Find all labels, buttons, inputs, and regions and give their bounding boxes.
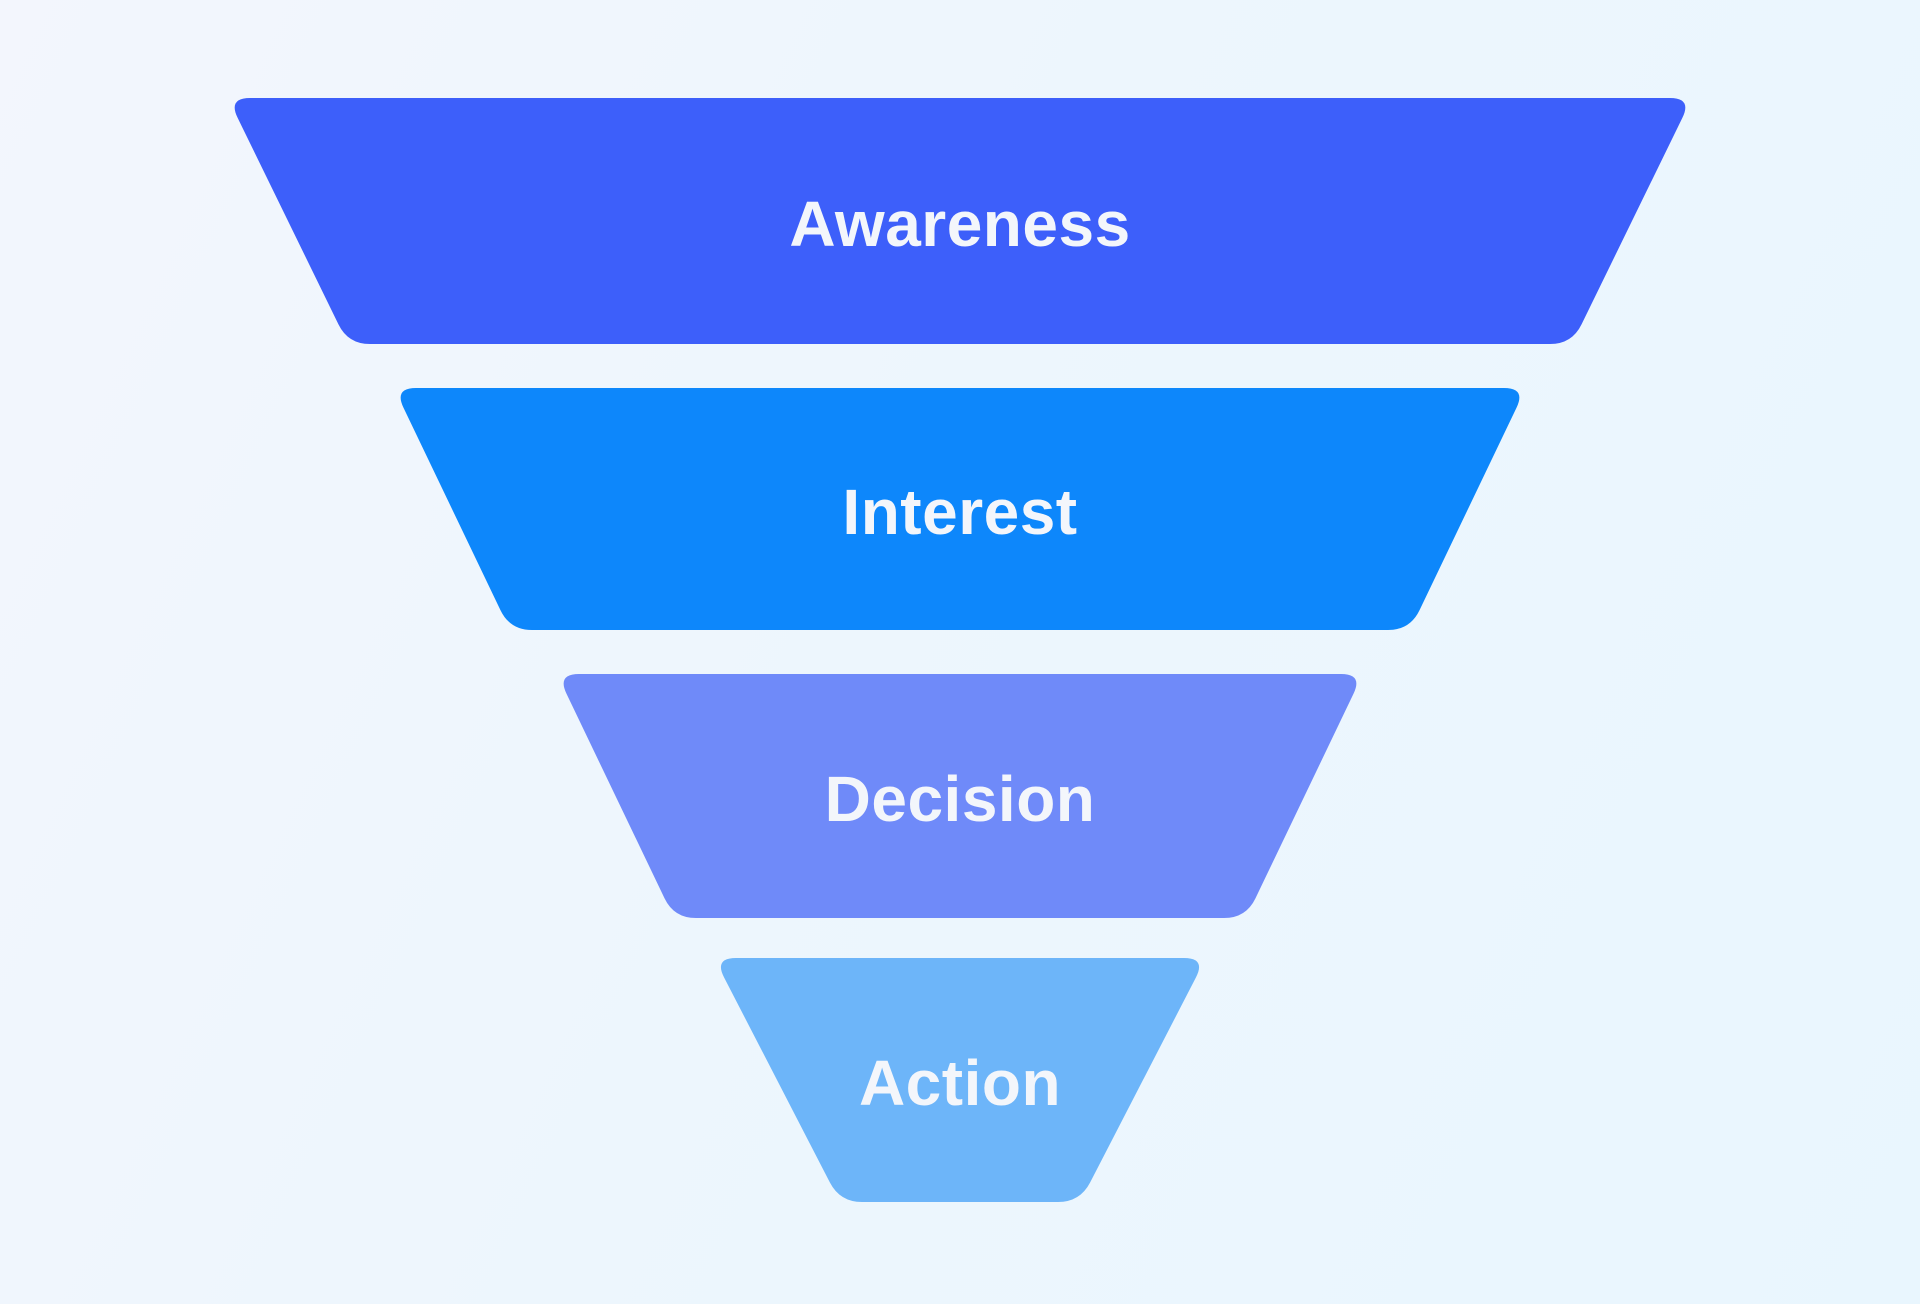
funnel-stage-decision: Decision	[563, 674, 1357, 918]
funnel-stage-shape	[720, 958, 1200, 1202]
funnel-stage-action: Action	[720, 958, 1200, 1202]
funnel-stage-shape	[400, 388, 1520, 630]
funnel-stage-shape	[234, 98, 1686, 344]
funnel-stage-interest: Interest	[400, 388, 1520, 630]
funnel-stage-label: Decision	[825, 763, 1096, 835]
funnel-stage-label: Awareness	[789, 188, 1130, 260]
funnel-stage-label: Interest	[842, 476, 1077, 548]
funnel-stage-label: Action	[859, 1047, 1061, 1119]
funnel-stage-shape	[563, 674, 1357, 918]
funnel-stage-awareness: Awareness	[234, 98, 1686, 344]
